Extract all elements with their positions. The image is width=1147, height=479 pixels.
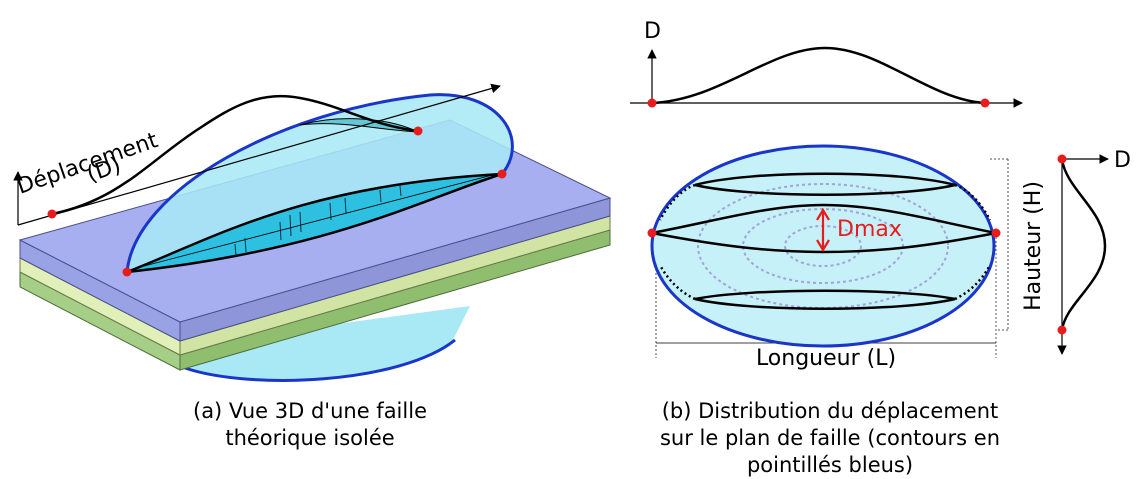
height-label: Hauteur (H) <box>1021 181 1046 311</box>
tip-marker <box>647 228 657 238</box>
tip-marker <box>991 228 1001 238</box>
caption-a-line-1: (a) Vue 3D d'une faille <box>193 399 427 423</box>
tip-marker <box>47 209 57 219</box>
right-displacement-profile <box>1060 158 1107 331</box>
caption-b-line-3: pointillés bleus) <box>746 453 914 477</box>
displacement-curve-3d <box>51 94 419 216</box>
caption-a-line-2: théorique isolée <box>225 426 395 450</box>
fault-plane-upper-part <box>127 94 513 272</box>
caption-b: (b) Distribution du déplacement sur le p… <box>620 398 1040 479</box>
panel-b-distribution: D <box>630 19 1131 371</box>
fault-plane-lower-part <box>175 306 470 381</box>
fault-sections <box>651 172 997 310</box>
tip-marker <box>413 126 423 136</box>
caption-a: (a) Vue 3D d'une faille théorique isolée <box>150 398 470 452</box>
length-label: Longueur (L) <box>756 346 896 371</box>
tip-marker <box>497 169 507 179</box>
right-profile-d-label: D <box>1114 148 1131 173</box>
panel-a-3d-view: Déplacement (D) <box>13 83 612 382</box>
tip-marker <box>980 98 990 108</box>
caption-b-line-2: sur le plan de faille (contours en <box>659 426 1001 450</box>
top-displacement-profile <box>651 46 986 105</box>
caption-b-line-1: (b) Distribution du déplacement <box>661 399 999 423</box>
top-profile-d-label: D <box>644 19 661 44</box>
tip-marker <box>647 98 657 108</box>
tip-marker <box>122 267 132 277</box>
tip-marker <box>1057 154 1067 164</box>
tip-marker <box>1057 325 1067 335</box>
displacement-base-axis <box>17 83 501 226</box>
dmax-label: Dmax <box>837 217 902 242</box>
